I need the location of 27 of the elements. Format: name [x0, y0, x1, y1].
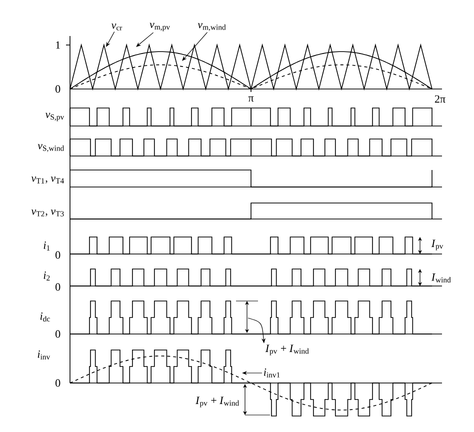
axis-label: i$_{dc}$	[40, 312, 50, 322]
curve-label: I$_{pv}$ + I$_{wind}$	[265, 344, 309, 356]
axis-label: 1	[56, 41, 60, 49]
curve-label: v$_{m,wind}$	[198, 23, 226, 31]
leader-line	[182, 32, 208, 61]
axis-label: v$_{S,pv}$	[45, 112, 64, 122]
axis-label: I$_{wind}$	[431, 274, 451, 282]
axis-label: I$_{pv}$ + I$_{wind}$	[196, 396, 240, 408]
axis-label: 0	[56, 330, 60, 338]
curve-label: v$_{cr}$	[111, 24, 122, 30]
axis-label: 0	[56, 251, 60, 259]
axis-label: i$_{2}$	[44, 272, 50, 280]
leader-line	[106, 31, 115, 47]
curve-label: i$_{inv1}$	[264, 368, 280, 378]
axis-label: π	[248, 96, 254, 102]
axis-label: i$_{1}$	[44, 242, 50, 250]
curve-label: v$_{m,pv}$	[150, 22, 170, 32]
axis-label: v$_{S,wind}$	[38, 144, 64, 152]
axis-label: I$_{pv}$	[431, 240, 444, 250]
axis-label: v$_{T1}$, v$_{T4}$	[31, 176, 64, 184]
axis-label: v$_{T2}$, v$_{T3}$	[31, 210, 64, 216]
leader-line	[136, 32, 154, 47]
axis-label: 2π	[434, 95, 446, 103]
axis-label: i$_{inv}$	[38, 350, 50, 360]
axis-label: 0	[56, 85, 60, 93]
axis-label: 0	[56, 283, 60, 291]
axis-label: 0	[56, 379, 60, 387]
